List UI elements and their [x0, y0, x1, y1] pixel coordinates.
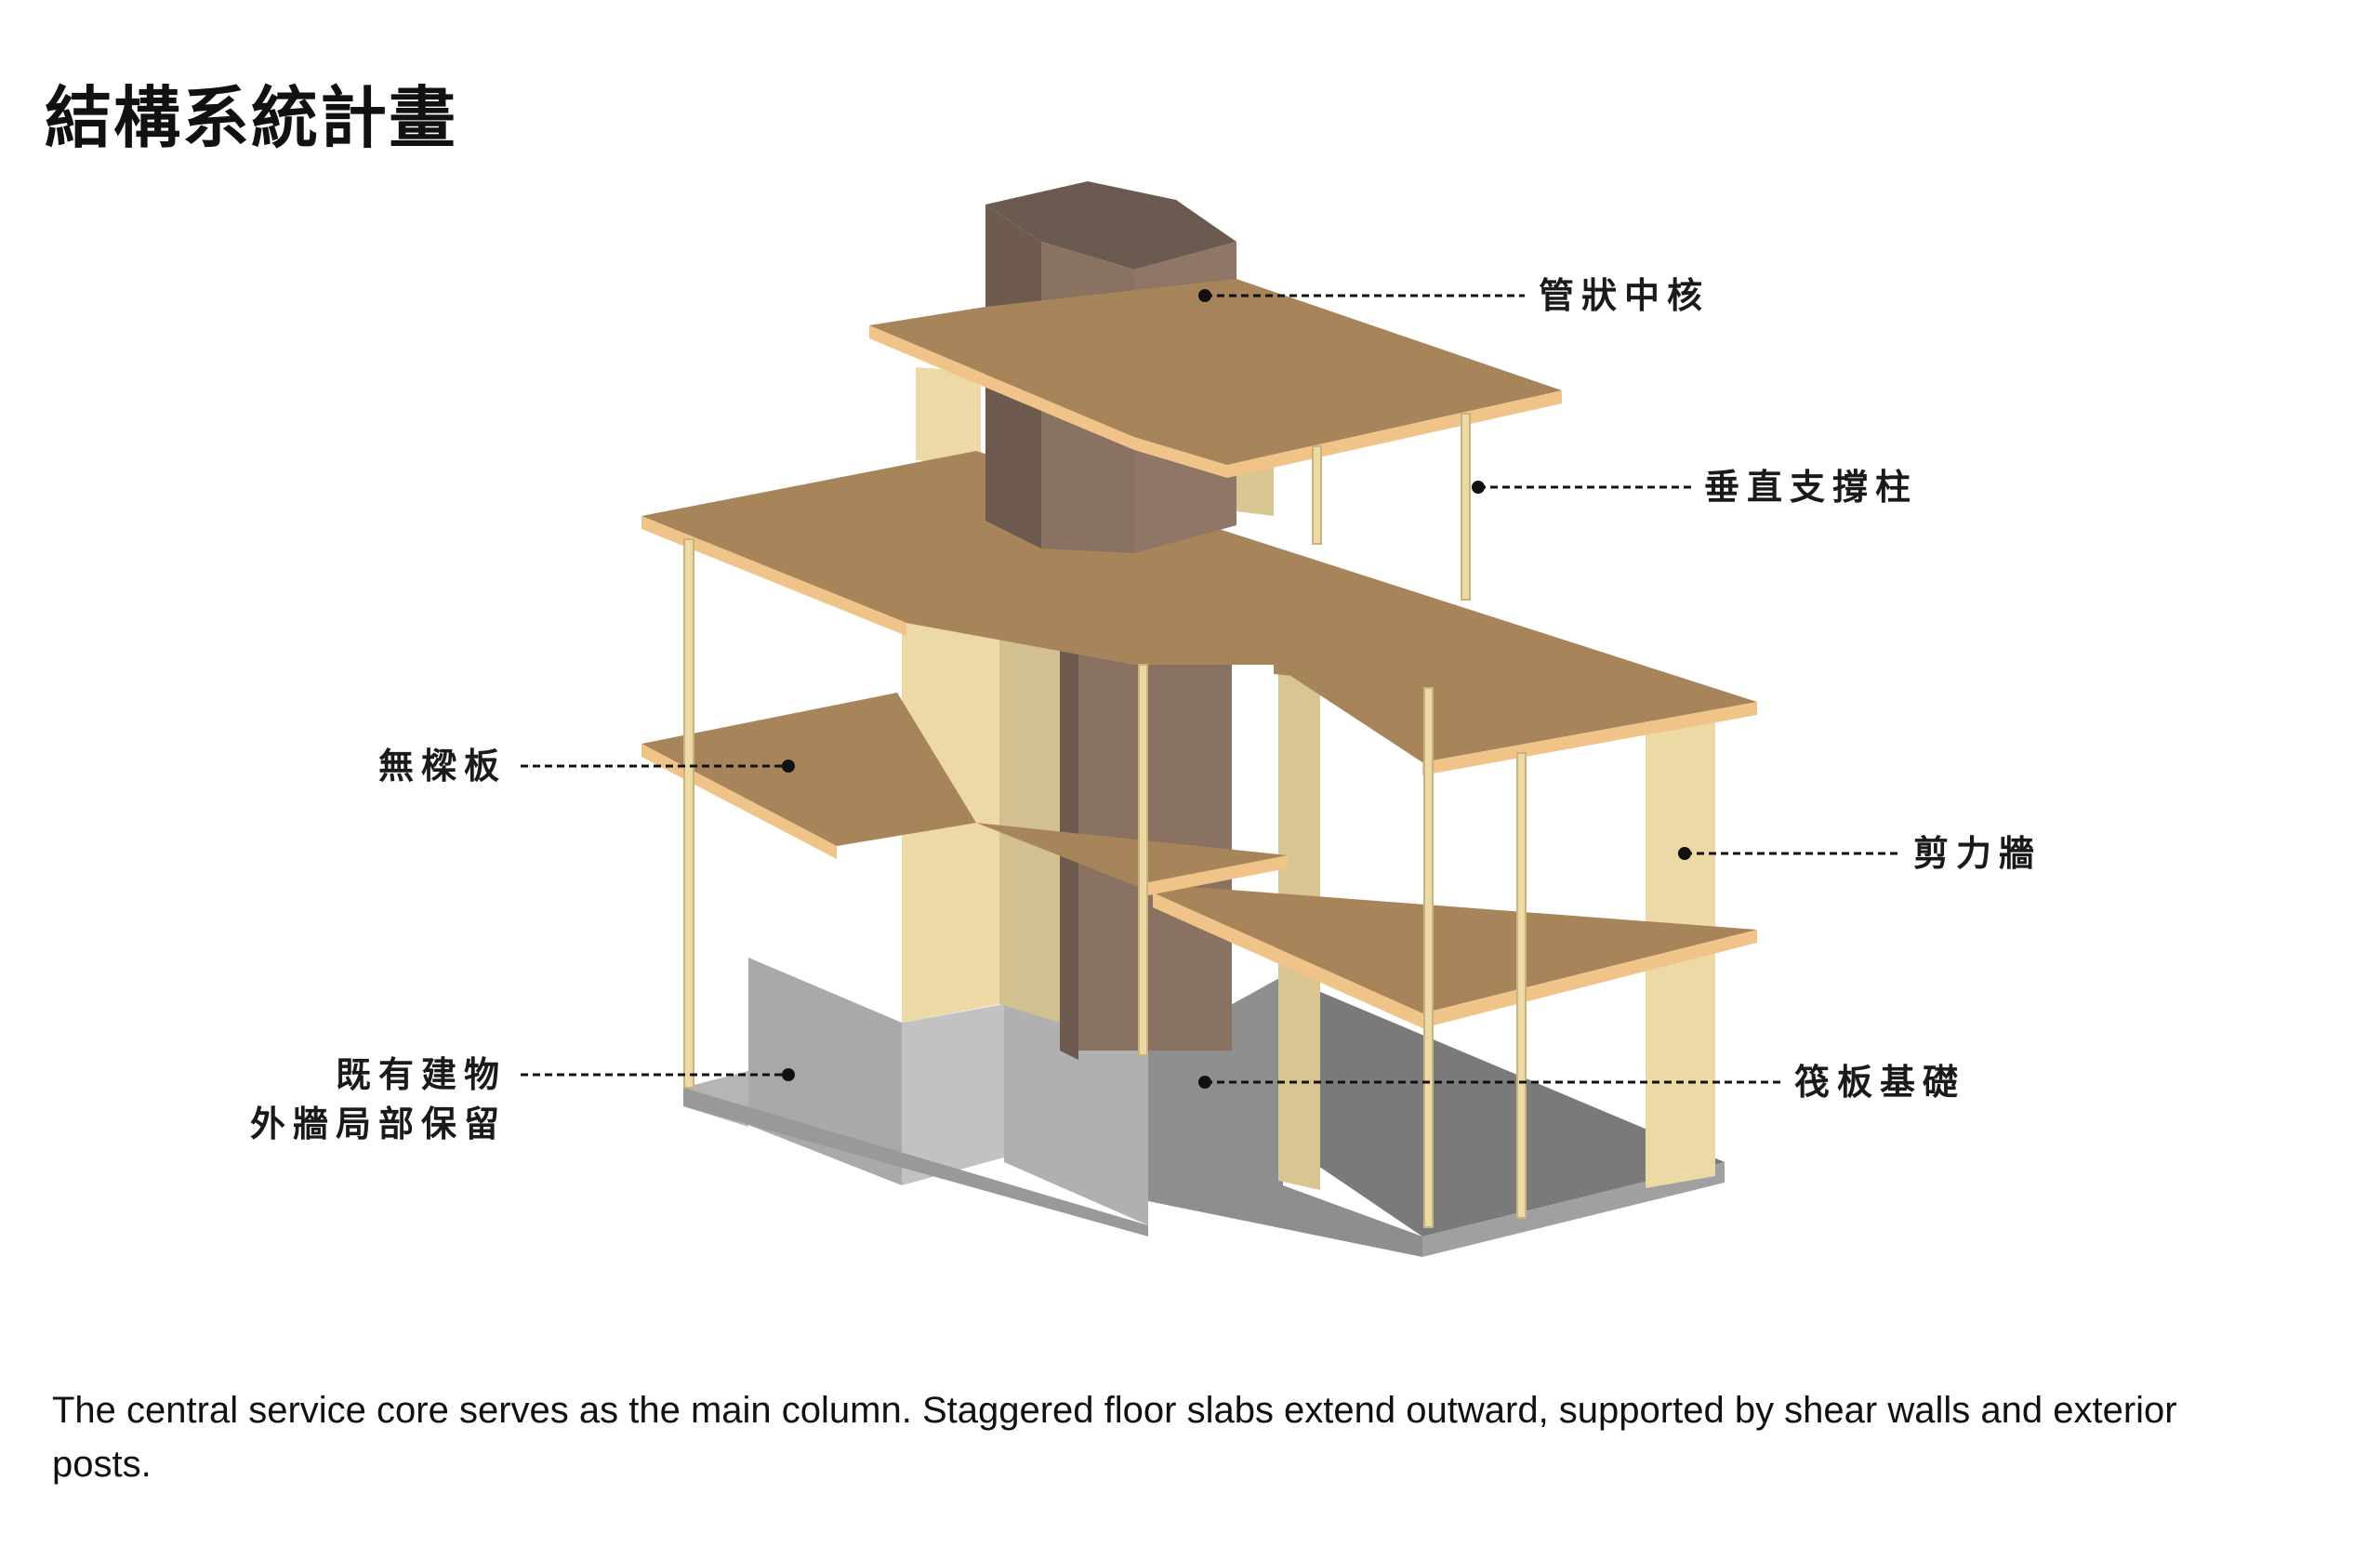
vertical-columns	[683, 413, 1527, 1228]
label-columns: 垂直支撐柱	[1704, 467, 1918, 508]
floor-slab-level3	[869, 279, 1562, 478]
page-title: 結構系統計畫	[45, 79, 458, 157]
leader-lines	[521, 289, 1901, 1089]
label-core: 管狀中核	[1539, 275, 1710, 316]
caption: The central service core serves as the m…	[52, 1390, 2177, 1485]
label-shear-wall: 剪力牆	[1913, 833, 2042, 874]
existing-wall	[683, 958, 1148, 1236]
label-existing-wall-line2: 外牆局部保留	[250, 1104, 507, 1144]
label-raft: 筏板基礎	[1794, 1062, 1965, 1103]
floor-slab-level2	[641, 451, 1757, 775]
label-slab: 無樑板	[378, 746, 507, 787]
floor-slab-level1	[976, 823, 1757, 1028]
label-existing-wall-line1: 既有建物	[336, 1054, 507, 1095]
